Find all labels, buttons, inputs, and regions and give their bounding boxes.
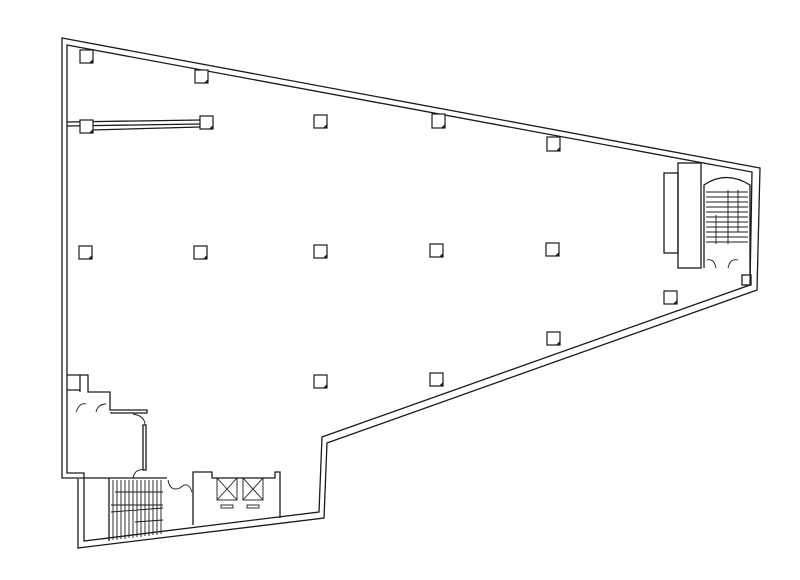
column <box>429 372 444 387</box>
column <box>429 243 444 258</box>
column <box>431 113 446 129</box>
columns <box>78 49 678 389</box>
column <box>79 49 94 64</box>
column <box>193 245 208 260</box>
column <box>546 331 561 346</box>
column <box>194 69 209 84</box>
west-stair <box>79 477 193 541</box>
column <box>199 115 214 130</box>
east-core-shafts <box>663 162 702 269</box>
exterior-wall <box>61 37 761 549</box>
column <box>313 374 328 389</box>
column <box>546 136 561 152</box>
column <box>79 119 94 134</box>
west-rooms <box>67 374 148 479</box>
elevator-core <box>192 471 281 525</box>
column <box>313 244 328 259</box>
column <box>663 290 678 305</box>
column <box>313 114 328 129</box>
column <box>78 245 93 260</box>
east-stair <box>703 176 752 286</box>
column <box>545 242 560 257</box>
